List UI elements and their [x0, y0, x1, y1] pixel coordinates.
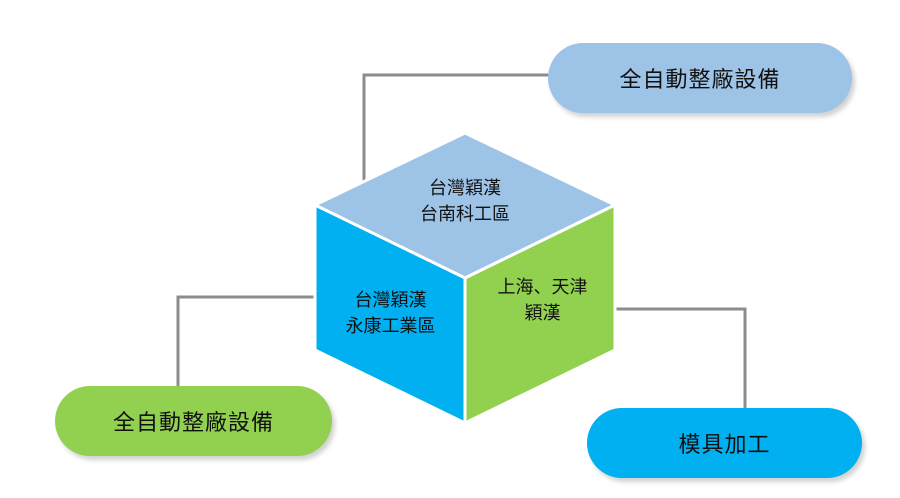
pill-bottom-left: 全自動整廠設備	[55, 386, 332, 456]
label-line: 穎漢	[524, 303, 561, 324]
label-line: 上海、天津	[497, 277, 588, 298]
label-line: 台南科工區	[420, 204, 510, 225]
connector-right	[614, 307, 747, 410]
top-face-label: 台灣穎漢 台南科工區	[385, 176, 545, 228]
pill-bottom-right: 模具加工	[587, 408, 862, 478]
connector-left	[176, 295, 316, 388]
label-line: 永康工業區	[345, 316, 436, 337]
right-face-label: 上海、天津 穎漢	[470, 275, 615, 327]
connector-top	[362, 73, 550, 182]
label-line: 台灣穎漢	[354, 290, 427, 311]
pill-top-right: 全自動整廠設備	[548, 43, 852, 113]
cube-right-face	[463, 203, 617, 425]
label-line: 台灣穎漢	[429, 178, 501, 199]
left-face-label: 台灣穎漢 永康工業區	[318, 288, 463, 340]
